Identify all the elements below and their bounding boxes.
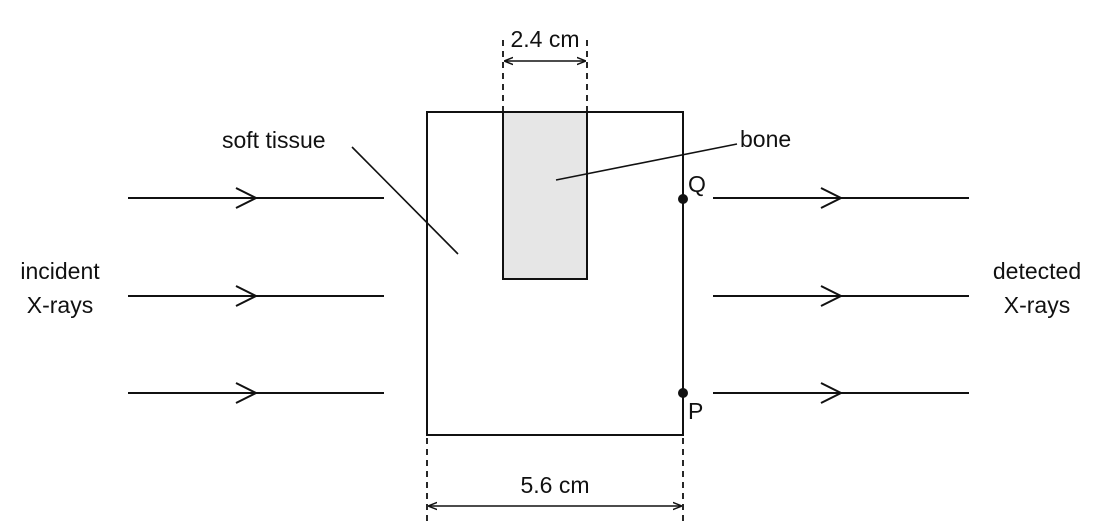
incident-label-line1: incident xyxy=(20,258,100,284)
point-p-label: P xyxy=(688,398,703,424)
bone-leader xyxy=(555,143,738,181)
detected-label-line2: X-rays xyxy=(1004,292,1070,318)
detected-label-line1: detected xyxy=(993,258,1081,284)
soft-tissue-label: soft tissue xyxy=(222,127,326,153)
incident-ray-3 xyxy=(128,382,384,404)
point-q-dot xyxy=(678,194,688,204)
incident-label-line2: X-rays xyxy=(27,292,93,318)
detected-ray-1 xyxy=(713,187,969,209)
detected-ray-2 xyxy=(713,285,969,307)
incident-ray-1 xyxy=(128,187,384,209)
soft-tissue-leader xyxy=(351,146,459,255)
bone-block xyxy=(502,111,588,280)
detected-ray-3 xyxy=(713,382,969,404)
bone-width-label: 2.4 cm xyxy=(510,26,579,52)
bone-label: bone xyxy=(740,126,791,152)
incident-ray-2 xyxy=(128,285,384,307)
tissue-width-label: 5.6 cm xyxy=(520,472,589,498)
point-q-label: Q xyxy=(688,171,706,197)
point-p-dot xyxy=(678,388,688,398)
